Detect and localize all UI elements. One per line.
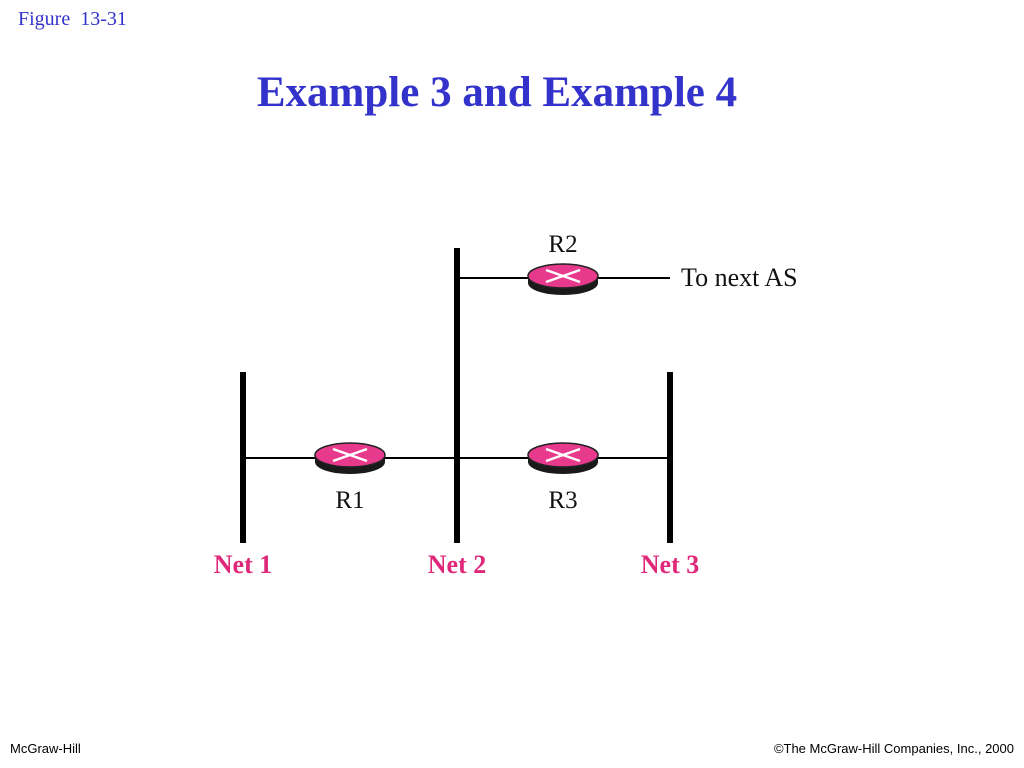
router-r1-label: R1 (335, 487, 364, 514)
router-r3-label: R3 (548, 487, 577, 514)
figure-label: Figure 13-31 (18, 8, 127, 30)
next-as-label: To next AS (681, 263, 798, 292)
router-r2-label: R2 (548, 231, 577, 258)
net1-label: Net 1 (214, 550, 272, 579)
router-r1-icon (313, 441, 387, 476)
router-r2-icon (526, 262, 600, 297)
footer-copyright: ©The McGraw-Hill Companies, Inc., 2000 (773, 741, 1014, 756)
slide-title: Example 3 and Example 4 (256, 69, 738, 116)
net3-label: Net 3 (641, 550, 699, 579)
net2-label: Net 2 (428, 550, 486, 579)
footer-publisher: McGraw-Hill (10, 741, 81, 756)
router-r3-icon (526, 441, 600, 476)
